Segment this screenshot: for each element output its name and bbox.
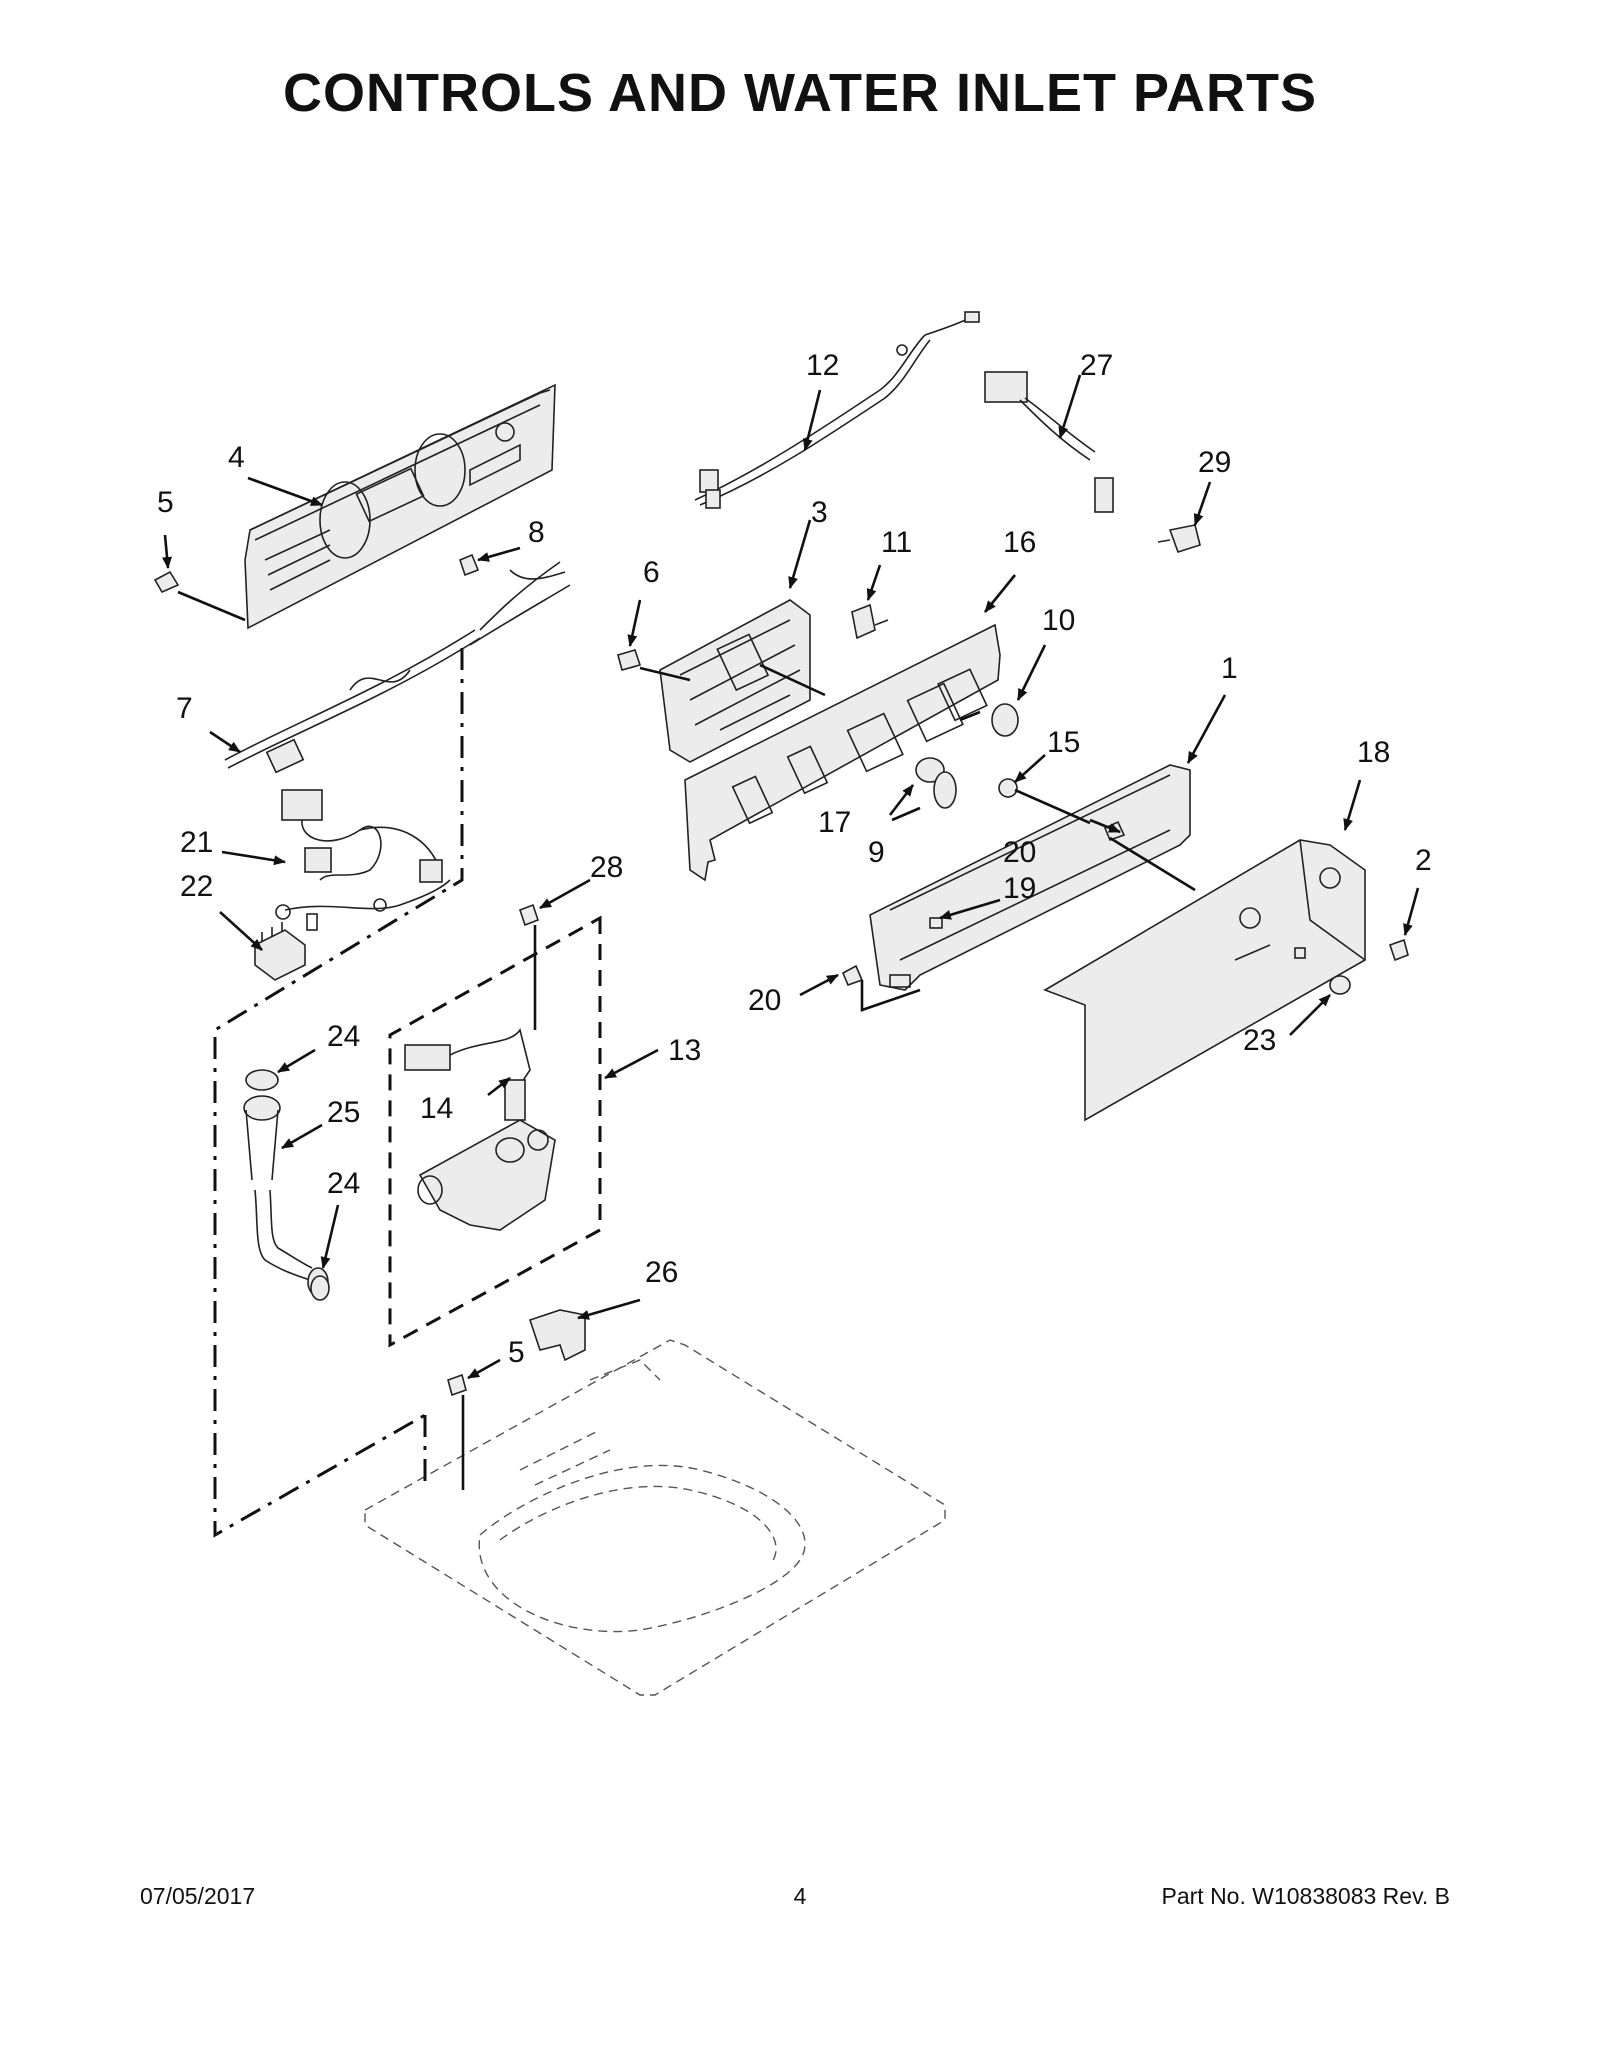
footer-page-number: 4 xyxy=(793,1883,807,1909)
callout-8: 8 xyxy=(528,516,545,549)
knobs-and-encoders xyxy=(851,603,1019,809)
callout-12: 12 xyxy=(806,349,839,382)
washer-top-outline xyxy=(364,1339,946,1696)
footer-part-number: Part No. W10838083 Rev. B xyxy=(1161,1883,1451,1909)
callout-21: 21 xyxy=(180,826,213,859)
inlet-hose-part xyxy=(243,1069,330,1301)
wire-harness-upper xyxy=(224,561,571,931)
callout-11: 11 xyxy=(881,526,912,559)
rear-bracket-part xyxy=(244,383,556,630)
water-valve-assembly-part xyxy=(388,915,602,1348)
control-board-part xyxy=(659,599,811,763)
footer-date: 07/05/2017 xyxy=(140,1883,256,1909)
callout-5-lower: 5 xyxy=(508,1336,525,1369)
page-title: CONTROLS AND WATER INLET PARTS xyxy=(283,63,1317,123)
callout-20-lower: 20 xyxy=(748,984,781,1017)
callout-9: 9 xyxy=(868,836,885,869)
callout-labels: 1 2 3 4 5 5 6 7 8 9 10 11 12 13 14 15 16… xyxy=(157,349,1432,1369)
callout-18: 18 xyxy=(1357,736,1390,769)
callout-29: 29 xyxy=(1198,446,1231,479)
callout-1: 1 xyxy=(1221,652,1238,685)
callout-13: 13 xyxy=(668,1034,701,1067)
callout-arrows xyxy=(162,374,1420,1380)
callout-26: 26 xyxy=(645,1256,678,1289)
callout-16: 16 xyxy=(1003,526,1036,559)
wire-harness-top xyxy=(694,311,980,509)
callout-4: 4 xyxy=(228,441,245,474)
console-part xyxy=(684,623,1001,882)
callout-2: 2 xyxy=(1415,844,1432,877)
callout-10: 10 xyxy=(1042,604,1075,637)
callout-3: 3 xyxy=(811,496,828,529)
callout-25: 25 xyxy=(327,1096,360,1129)
callout-14: 14 xyxy=(420,1092,453,1125)
callout-17: 17 xyxy=(818,806,851,839)
front-panel-part xyxy=(1043,839,1366,1122)
callout-28: 28 xyxy=(590,851,623,884)
callout-20-upper: 20 xyxy=(1003,836,1036,869)
leader-lines xyxy=(177,590,1196,1490)
harness-27-29 xyxy=(984,371,1201,553)
routing-line-main xyxy=(213,648,464,1538)
callout-24-upper: 24 xyxy=(327,1020,360,1053)
console-housing-part xyxy=(869,764,1191,991)
callout-7: 7 xyxy=(176,692,193,725)
callout-19: 19 xyxy=(1003,872,1036,905)
callout-24-lower: 24 xyxy=(327,1167,360,1200)
callout-27: 27 xyxy=(1080,349,1113,382)
callout-23: 23 xyxy=(1243,1024,1276,1057)
part-26-bracket xyxy=(528,1309,586,1362)
part-22-component xyxy=(254,922,306,981)
callout-15: 15 xyxy=(1047,726,1080,759)
callout-6: 6 xyxy=(643,556,660,589)
callout-22: 22 xyxy=(180,870,213,903)
callout-5-upper: 5 xyxy=(157,486,174,519)
